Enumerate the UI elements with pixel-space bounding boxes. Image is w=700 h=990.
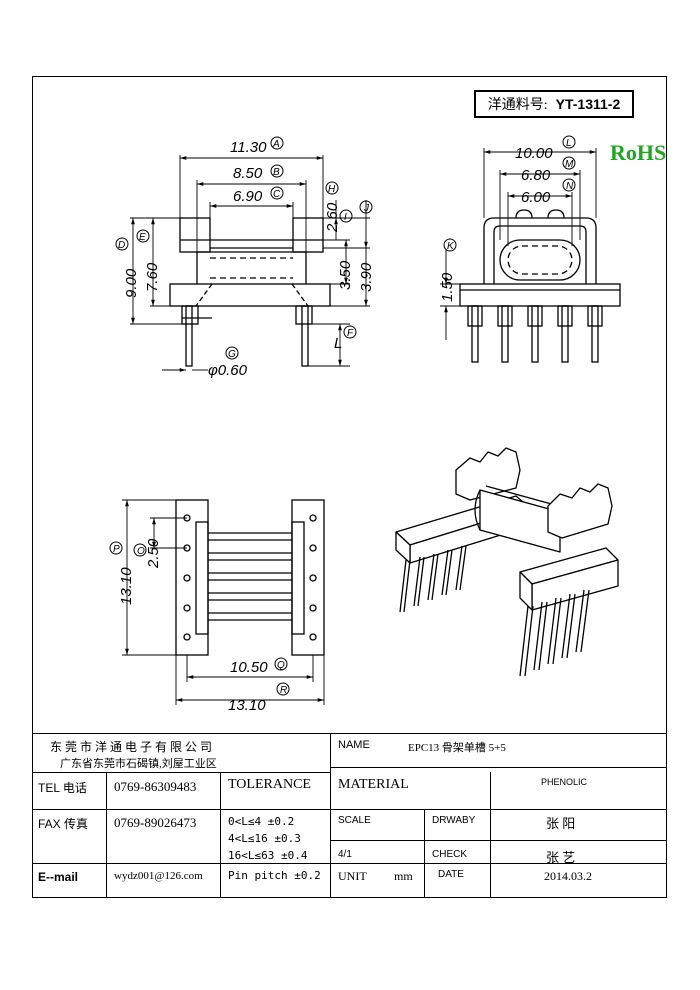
- dim-c-value: 6.90: [233, 188, 263, 205]
- dim-r-value: 13.10: [228, 697, 266, 714]
- tag-d: D: [118, 240, 125, 251]
- part-number-box: 洋通料号: YT-1311-2: [474, 90, 634, 118]
- scale-label: SCALE: [338, 815, 371, 826]
- scale-value: 4/1: [338, 849, 352, 860]
- company-name: 东 莞 市 洋 通 电 子 有 限 公 司: [50, 740, 213, 754]
- dim-390-value: 3.90: [358, 262, 375, 292]
- tolerance-label: TOLERANCE: [228, 777, 311, 792]
- name-label: NAME: [338, 739, 370, 751]
- tag-r: R: [280, 685, 287, 696]
- tag-b: B: [273, 167, 280, 178]
- tag-f: F: [347, 328, 354, 339]
- dim-350-value: 3.50: [337, 260, 354, 290]
- dim-g-value: φ0.60: [208, 362, 248, 379]
- side-view-labels: 10.00 6.80 6.00 1.50: [439, 145, 553, 302]
- drawby-value: 张 阳: [546, 816, 576, 831]
- company-address: 广东省东莞市石碣镇,刘屋工业区: [60, 758, 217, 770]
- material-label: MATERIAL: [338, 777, 409, 792]
- date-value: 2014.03.2: [544, 869, 592, 883]
- tag-q: Q: [277, 660, 285, 671]
- tag-c: C: [273, 189, 281, 200]
- unit-label: UNIT: [338, 869, 367, 883]
- date-label: DATE: [438, 869, 464, 880]
- tag-j: J: [363, 203, 370, 214]
- dim-l-value: 10.00: [515, 145, 553, 162]
- bottom-view-labels: 13.10 2.50 10.50 13.10: [118, 538, 268, 714]
- side-view-callouts: L M N K: [443, 135, 576, 252]
- tag-k: K: [447, 241, 455, 252]
- tolerance-range-2: 4<L≤16 ±0.3: [228, 832, 301, 845]
- front-view-callouts: A B C H I J D E F G: [115, 136, 373, 360]
- tel-label: TEL 电话: [38, 781, 87, 795]
- dim-m-value: 6.80: [521, 167, 551, 184]
- dim-o-value: 2.50: [145, 538, 162, 569]
- fax-value: 0769-89026473: [114, 815, 197, 830]
- bottom-view-callouts: P O Q R: [109, 541, 290, 696]
- dim-d-value: 9.00: [123, 268, 140, 298]
- part-number-value: YT-1311-2: [555, 96, 621, 112]
- drawby-label: DRWABY: [432, 815, 476, 826]
- bottom-view-dimensions: [122, 499, 325, 705]
- email-value: wydz001@126.com: [114, 870, 203, 882]
- front-view-labels: 11.30 8.50 6.90 9.00 7.60 2.60 3.50 3.90…: [123, 139, 375, 379]
- dim-p-value: 13.10: [118, 567, 135, 605]
- rohs-mark: RoHS: [610, 140, 667, 165]
- front-view: [169, 217, 331, 367]
- tag-m: M: [565, 159, 574, 170]
- isometric-view: [395, 447, 619, 677]
- dim-f-value: L: [334, 335, 342, 352]
- tel-value: 0769-86309483: [114, 779, 197, 794]
- dim-k-value: 1.50: [439, 272, 456, 302]
- fax-label: FAX 传真: [38, 817, 89, 831]
- check-value: 张 艺: [546, 850, 576, 865]
- dim-b-value: 8.50: [233, 165, 263, 182]
- bottom-view: [175, 499, 325, 656]
- tag-g: G: [228, 349, 236, 360]
- tolerance-pin-pitch: Pin pitch ±0.2: [228, 869, 321, 882]
- dim-a-value: 11.30: [230, 139, 267, 156]
- side-view-dimensions: [440, 148, 597, 340]
- dim-e-value: 7.60: [144, 262, 161, 292]
- tag-o: O: [137, 546, 145, 557]
- side-view: [459, 209, 621, 363]
- check-label: CHECK: [432, 849, 468, 860]
- tag-h: H: [328, 184, 336, 195]
- tolerance-range-3: 16<L≤63 ±0.4: [228, 849, 308, 862]
- dim-h-value: 2.60: [324, 202, 341, 233]
- title-block: 东 莞 市 洋 通 电 子 有 限 公 司 广东省东莞市石碣镇,刘屋工业区 NA…: [32, 733, 667, 898]
- tolerance-range-1: 0<L≤4 ±0.2: [228, 815, 295, 828]
- tag-a: A: [272, 139, 280, 150]
- material-value: PHENOLIC: [541, 777, 588, 787]
- tag-e: E: [139, 232, 146, 243]
- email-label: E--mail: [38, 870, 79, 884]
- tag-l: L: [566, 138, 572, 149]
- drawing-frame: [32, 76, 667, 898]
- part-number-label: 洋通料号:: [487, 98, 548, 113]
- unit-value: mm: [394, 869, 413, 883]
- front-view-dimensions: [130, 155, 370, 372]
- dim-n-value: 6.00: [521, 189, 551, 206]
- tag-i: I: [344, 212, 347, 223]
- dim-q-value: 10.50: [230, 659, 268, 676]
- tag-p: P: [113, 544, 120, 555]
- name-value: EPC13 骨架单槽 5+5: [408, 742, 506, 754]
- tag-n: N: [566, 181, 574, 192]
